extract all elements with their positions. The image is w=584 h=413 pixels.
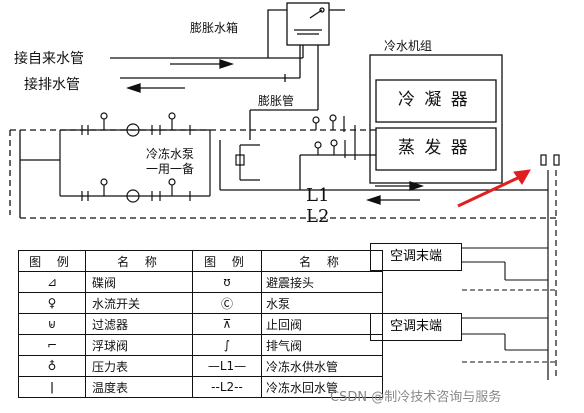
pump-note-2: 一用一备 (146, 162, 195, 176)
watermark: CSDN @制冷技术咨询与服务 (330, 390, 502, 405)
legend-symbol: ♁ (18, 355, 86, 377)
legend-name: 温度表 (85, 376, 193, 398)
terminal-1-label: 空调末端 (389, 249, 442, 264)
pump-1 (126, 123, 140, 137)
terminal-2: 空调末端 (370, 313, 462, 341)
legend-row: ⊿ 碟阀 ʊ 避震接头 (18, 271, 383, 293)
L2-label: L2 (306, 206, 330, 227)
legend-symbol: ⊼ (192, 313, 262, 335)
legend-row: ǀ 温度表 --L2-- 冷冻水回水管 (18, 376, 383, 398)
city-water-label: 接自来水管 (14, 51, 84, 67)
pump-note-1: 冷冻水泵 (146, 147, 195, 161)
evaporator-box (375, 127, 497, 171)
legend-symbol: ⊿ (18, 271, 86, 293)
legend-name: 浮球阀 (85, 334, 193, 356)
legend-symbol: ǀ (18, 376, 86, 398)
legend-name: 冷冻水供水管 (261, 355, 383, 377)
expansion-tank-shape (286, 2, 330, 46)
legend-name: 碟阀 (85, 271, 193, 293)
condenser-box (375, 79, 497, 123)
legend-symbol: ♀ (18, 292, 86, 314)
legend-header: 名 称 (85, 250, 193, 272)
L1-label: L1 (306, 185, 330, 206)
legend-header: 名 称 (261, 250, 383, 272)
chiller-group-label: 冷水机组 (384, 39, 433, 53)
evaporator-label: 蒸 发 器 (398, 138, 470, 158)
chiller-group-box (369, 54, 503, 184)
pump-2 (126, 189, 140, 203)
drain-label: 接排水管 (24, 77, 80, 93)
legend-symbol: ʊ (192, 271, 262, 293)
red-pointer-arrow (457, 169, 531, 208)
legend-row: ♁ 压力表 —L1— 冷冻水供水管 (18, 355, 383, 377)
legend-symbol: ∫ (192, 334, 262, 356)
expansion-pipe-label: 膨胀管 (258, 94, 295, 108)
legend-symbol: Ⓒ (192, 292, 262, 314)
legend-name: 过滤器 (85, 313, 193, 335)
legend-name: 冷冻水回水管 (261, 376, 383, 398)
legend-row: ⌐ 浮球阀 ∫ 排气阀 (18, 334, 383, 356)
legend-row: ♀ 水流开关 Ⓒ 水泵 (18, 292, 383, 314)
terminal-1: 空调末端 (370, 243, 462, 271)
legend-symbol: --L2-- (192, 376, 262, 398)
condenser-label: 冷 凝 器 (398, 90, 470, 110)
legend-symbol: —L1— (192, 355, 262, 377)
legend-header: 图 例 (192, 250, 262, 272)
legend-header-row: 图 例 名 称 图 例 名 称 (18, 250, 383, 272)
expansion-tank-label: 膨胀水箱 (190, 21, 239, 35)
legend-row: ⊌ 过滤器 ⊼ 止回阀 (18, 313, 383, 335)
legend-table: 图 例 名 称 图 例 名 称 ⊿ 碟阀 ʊ 避震接头 ♀ 水流开关 Ⓒ 水泵 … (18, 250, 383, 398)
terminal-2-label: 空调末端 (389, 319, 442, 334)
legend-name: 避震接头 (261, 271, 383, 293)
legend-name: 止回阀 (261, 313, 383, 335)
legend-symbol: ⌐ (18, 334, 86, 356)
legend-name: 水泵 (261, 292, 383, 314)
legend-name: 水流开关 (85, 292, 193, 314)
legend-symbol: ⊌ (18, 313, 86, 335)
legend-header: 图 例 (18, 250, 86, 272)
legend-name: 排气阀 (261, 334, 383, 356)
legend-name: 压力表 (85, 355, 193, 377)
